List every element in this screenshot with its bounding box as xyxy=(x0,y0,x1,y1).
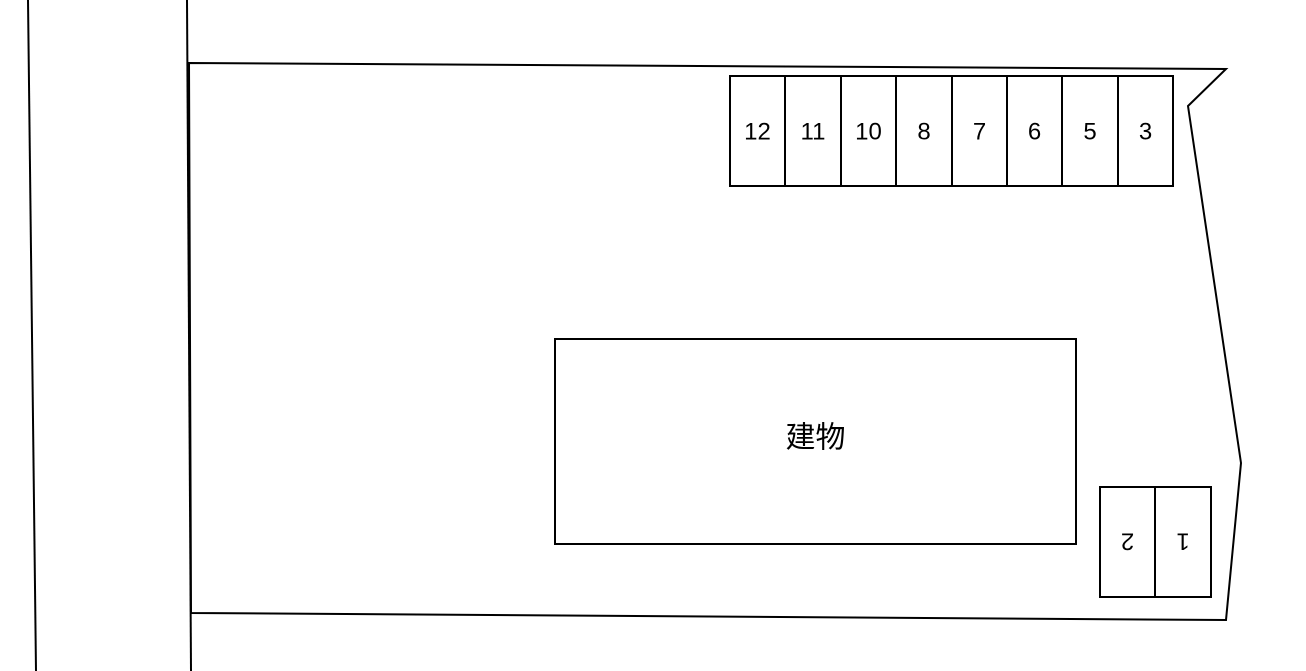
road-edge-line-left xyxy=(27,0,37,671)
parking-slot: 5 xyxy=(1061,75,1119,187)
parking-slot: 8 xyxy=(895,75,953,187)
parking-slot: 6 xyxy=(1006,75,1063,187)
parking-row-top: 12 11 10 8 7 6 5 3 xyxy=(729,75,1174,187)
parking-slot-label: 3 xyxy=(1139,119,1152,146)
parking-slot: 3 xyxy=(1117,75,1174,187)
parking-row-bottom: 2 1 xyxy=(1099,486,1212,598)
parking-slot: 11 xyxy=(784,75,842,187)
lot-boundary xyxy=(187,61,1243,622)
parking-slot-label: 5 xyxy=(1083,119,1096,146)
parking-slot-label: 12 xyxy=(744,119,771,146)
building-label: 建物 xyxy=(786,421,846,456)
parking-slot: 10 xyxy=(840,75,897,187)
parking-slot-label: 10 xyxy=(855,119,882,146)
parking-slot: 1 xyxy=(1154,486,1212,598)
parking-slot-label: 7 xyxy=(973,119,986,146)
building-outline xyxy=(554,338,1077,545)
parking-slot-label: 1 xyxy=(1176,528,1189,555)
parking-slot-label: 6 xyxy=(1028,119,1041,146)
parking-slot-label: 8 xyxy=(917,119,930,146)
parking-slot: 2 xyxy=(1099,486,1156,598)
parking-slot: 7 xyxy=(951,75,1008,187)
building: 建物 xyxy=(554,338,1077,545)
parking-slot-label: 2 xyxy=(1121,528,1134,555)
parking-slot: 12 xyxy=(729,75,786,187)
parking-slot-label: 11 xyxy=(801,119,826,146)
